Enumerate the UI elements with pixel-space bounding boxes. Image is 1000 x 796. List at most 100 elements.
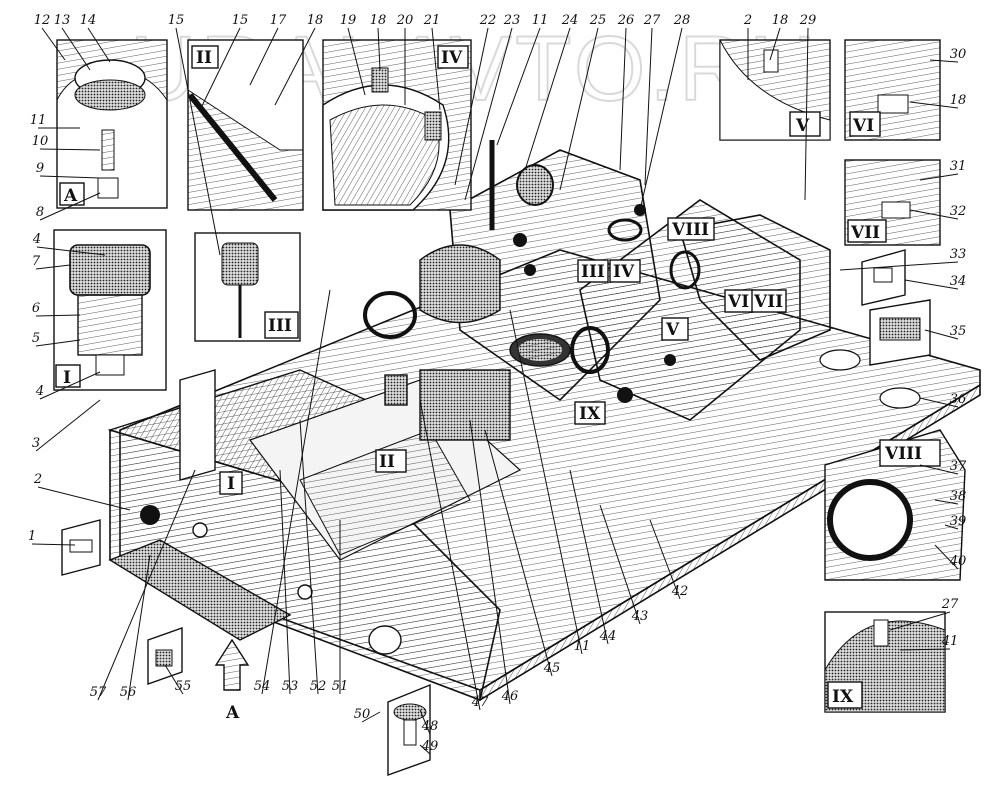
view-label-ii: II [196,48,212,68]
leader-line [484,429,553,677]
leader-line [524,27,571,171]
inset-switch-35 [869,299,931,366]
callout-number: 18 [772,13,789,28]
leader-line [249,27,279,86]
leader-line [31,543,76,546]
callout-number: 56 [120,685,137,700]
inset-foot-48 [387,683,431,776]
callout-number: 6 [32,301,40,316]
frame-mark-ii: II [379,452,395,472]
leader-line [419,399,481,711]
leader-line [35,264,71,270]
leader-line [97,469,196,701]
leader-line [419,744,431,755]
leader-line [644,27,653,186]
leader-line [361,711,381,723]
inset-view-v: V [719,39,831,141]
leader-line [347,27,366,96]
callout-number: 32 [950,204,967,219]
frame-mark-v: V [665,320,680,340]
callout-number: 3 [32,436,40,451]
callout-number: 39 [950,514,967,529]
leader-line [164,664,184,695]
callout-number: 22 [479,13,497,28]
callout-number: 19 [340,13,357,28]
inset-nut-55 [147,627,183,685]
callout-number: 18 [307,13,324,28]
frame-mark-iv: IV [613,262,635,282]
callout-number: 44 [599,629,617,644]
callout-number: 1 [28,529,36,544]
callout-number: 36 [950,392,967,407]
leader-line [35,314,81,317]
arrow-label-a: A [225,703,240,723]
callout-number: 45 [543,661,561,676]
callout-number: 17 [270,13,287,28]
frame-mark-i: I [227,474,235,494]
callout-number: 35 [950,324,967,339]
leader-line [39,148,101,151]
callout-number: 26 [617,13,635,28]
inset-bolt-34 [861,249,906,306]
callout-number: 7 [32,254,41,269]
leader-line [469,419,511,705]
callout-number: 47 [471,695,489,710]
leader-line [919,173,959,181]
leader-line [509,309,583,655]
callout-number: 4 [35,384,44,399]
leader-lines [31,27,959,755]
frame-mark-ix: IX [579,404,601,424]
callout-number: 2 [33,472,42,487]
inset-view-ix: IX [824,611,946,713]
leader-line [39,175,101,179]
leader-line [279,469,291,695]
leader-line [569,469,609,645]
leader-line [36,246,106,256]
leader-line [649,519,681,600]
callout-number: 29 [799,13,817,28]
callout-number: 31 [950,159,967,174]
callout-number: 25 [589,13,607,28]
leader-line [929,59,959,63]
leader-line [299,419,319,695]
callout-number: 46 [501,689,519,704]
leader-line [639,27,683,211]
leader-line [599,504,641,625]
callout-number: 11 [30,113,47,128]
callout-number: 55 [175,679,192,694]
callout-number: 42 [671,584,689,599]
leader-line [919,464,959,475]
callout-number: 50 [354,707,371,722]
frame-mark-vii: VII [753,292,783,312]
leader-line [889,611,951,631]
leader-line [909,101,959,109]
leader-line [944,524,959,530]
leader-line [199,27,241,111]
leader-line [431,27,441,111]
callout-number: 28 [673,13,691,28]
frame-mark-vi: VI [727,292,749,312]
leader-line [39,192,101,221]
callout-number: 8 [36,205,44,220]
callout-number: 52 [310,679,327,694]
leader-line [899,648,951,651]
leader-line [377,27,381,71]
frame-mark-viii: VIII [671,220,709,240]
view-label-ix: IX [832,687,854,707]
callout-number: 11 [532,13,549,28]
inset-view-iii: III [194,232,301,342]
callout-number: 20 [396,13,414,28]
view-arrow-a: A [214,638,250,723]
callout-number: 48 [421,719,439,734]
callout-number: 2 [743,13,752,28]
callout-number: 11 [574,639,591,654]
leader-line [127,554,151,701]
callout-number: 27 [941,597,959,612]
callout-number: 23 [503,13,521,28]
leader-line [559,27,599,191]
view-label-viii: VIII [884,444,922,464]
base-frame [107,140,981,702]
leader-line [909,209,959,220]
